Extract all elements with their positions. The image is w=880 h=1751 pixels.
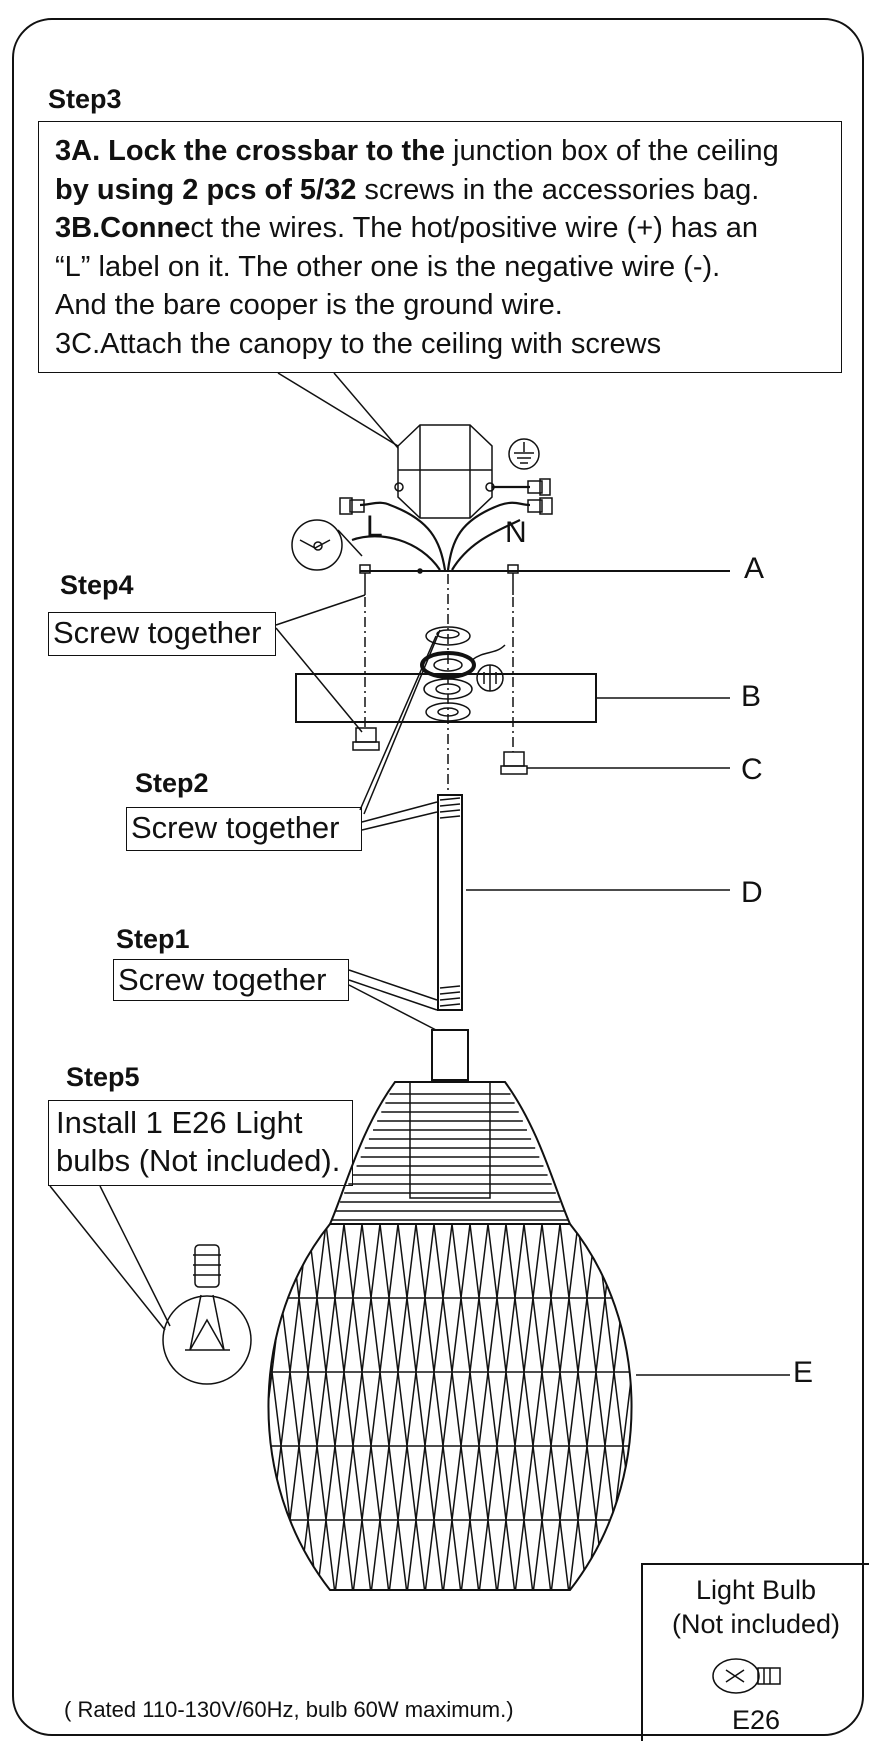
- ground-screw-detail: [291, 519, 363, 571]
- crossbar-screw-right: [507, 564, 519, 595]
- rating-note: ( Rated 110-130V/60Hz, bulb 60W maximum.…: [64, 1697, 514, 1722]
- step1-label-box: Screw together: [113, 959, 349, 1001]
- bulb-box-socket: E26: [731, 1705, 781, 1735]
- bulb-box-note: (Not included): [671, 1609, 841, 1639]
- wire-nut-ground: [527, 478, 551, 496]
- shade-zigzag: [268, 1519, 632, 1590]
- wire-label-live: L: [366, 510, 383, 543]
- step5-leader-lines: [49, 1185, 171, 1331]
- crossbar-screw-left: [359, 564, 371, 595]
- step4-label: Screw together: [53, 615, 262, 650]
- step3-line-6: 3C.Attach the canopy to the ceiling with…: [55, 327, 662, 360]
- part-label-c: C: [741, 753, 763, 786]
- bulb-box-bulb-icon: [712, 1658, 781, 1694]
- step3-title: Step3: [48, 84, 122, 114]
- step3-line-5: And the bare cooper is the ground wire.: [55, 289, 563, 321]
- down-rod-d: [437, 794, 463, 1011]
- junction-box: [394, 424, 495, 519]
- part-label-b: B: [741, 680, 762, 713]
- wire-nut-neutral: [527, 497, 553, 515]
- step1-leader-lines: [348, 969, 438, 1031]
- part-label-e: E: [793, 1356, 814, 1389]
- step2-leader-lines: [359, 629, 441, 831]
- step4-title: Step4: [60, 570, 134, 600]
- step5-line-1: Install 1 E26 Light: [56, 1105, 303, 1140]
- canopy-hardware: [420, 626, 506, 722]
- step5-instructions-box: Install 1 E26 Light bulbs (Not included)…: [48, 1100, 353, 1186]
- step3-leader-line: [277, 372, 399, 447]
- shade-zigzag: [268, 1371, 632, 1447]
- shade-zigzag: [268, 1445, 632, 1521]
- step2-label: Screw together: [131, 810, 340, 845]
- alignment-lines: [364, 574, 514, 795]
- light-bulb-icon: [162, 1244, 252, 1385]
- step1-title: Step1: [116, 924, 190, 954]
- step3-instructions-box: 3A. Lock the crossbar to the junction bo…: [38, 121, 842, 373]
- page-frame: [12, 18, 864, 1736]
- light-bulb-info-box: Light Bulb (Not included) E26: [641, 1563, 869, 1741]
- shade-weave-pattern: [268, 1224, 632, 1590]
- wire-nut-live: [339, 497, 365, 515]
- cap-nut-c: [500, 751, 528, 775]
- shade-zigzag: [268, 1297, 632, 1373]
- shade-e: [267, 1081, 633, 1591]
- step3-line-3: 3B.Connect the wires. The hot/positive w…: [55, 212, 758, 244]
- shade-stripes: [331, 1093, 569, 1221]
- socket-cap: [431, 1029, 469, 1081]
- step3-line-4: “L” label on it. The other one is the ne…: [55, 250, 721, 283]
- supply-wires: [351, 485, 531, 571]
- canopy-b: [295, 673, 597, 723]
- bulb-box-title: Light Bulb: [695, 1575, 817, 1605]
- cap-nut-left: [352, 727, 380, 751]
- part-label-a: A: [744, 552, 765, 585]
- step3-line-1: 3A. Lock the crossbar to the junction bo…: [55, 135, 779, 167]
- part-label-d: D: [741, 876, 763, 909]
- step5-title: Step5: [66, 1062, 140, 1092]
- step4-leader-lines: [275, 594, 366, 733]
- ground-icon: [508, 438, 540, 470]
- step3-line-2: by using 2 pcs of 5/32 screws in the acc…: [55, 173, 760, 206]
- step5-line-2: bulbs (Not included).: [56, 1143, 341, 1178]
- step2-title: Step2: [135, 768, 209, 798]
- shade-zigzag: [268, 1224, 632, 1299]
- step2-label-box: Screw together: [126, 807, 362, 851]
- step4-label-box: Screw together: [48, 612, 276, 656]
- step1-label: Screw together: [118, 962, 327, 997]
